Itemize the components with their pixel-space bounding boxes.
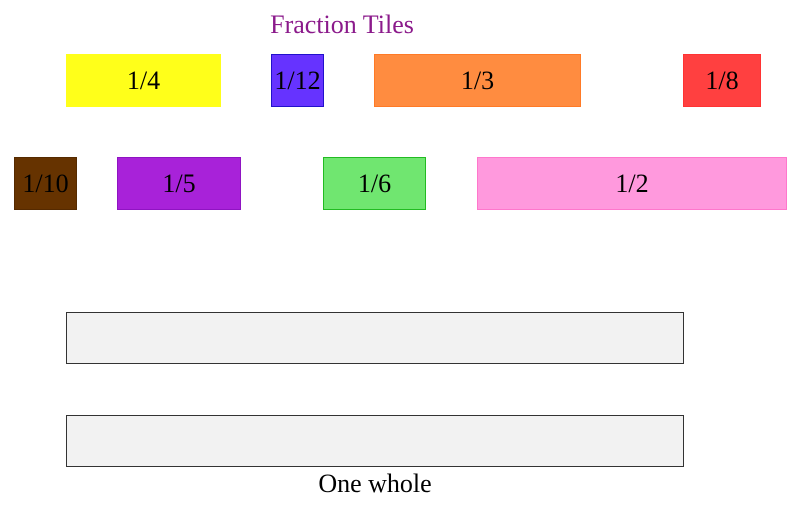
tile-label: 1/3	[460, 65, 495, 95]
tile-one-quarter[interactable]: 1/4	[66, 54, 221, 107]
page-title: Fraction Tiles	[270, 10, 414, 39]
tile-one-third[interactable]: 1/3	[374, 54, 581, 107]
tile-one-half[interactable]: 1/2	[477, 157, 787, 210]
tile-one-sixth[interactable]: 1/6	[323, 157, 426, 210]
tile-label: 1/5	[162, 168, 196, 198]
whole-label: One whole	[318, 469, 432, 498]
drop-zone-bar-upper[interactable]	[66, 312, 684, 364]
tile-label: 1/10	[22, 168, 69, 198]
tile-label: 1/6	[357, 168, 392, 198]
tile-one-fifth[interactable]: 1/5	[117, 157, 241, 210]
tile-label: 1/8	[705, 65, 739, 95]
tile-one-tenth[interactable]: 1/10	[14, 157, 77, 210]
tile-one-eighth[interactable]: 1/8	[683, 54, 761, 107]
whole-bar[interactable]	[66, 415, 684, 467]
tile-label: 1/2	[615, 168, 649, 198]
tile-label: 1/12	[274, 65, 321, 95]
tile-label: 1/4	[126, 65, 161, 95]
tile-one-twelfth[interactable]: 1/12	[271, 54, 324, 107]
